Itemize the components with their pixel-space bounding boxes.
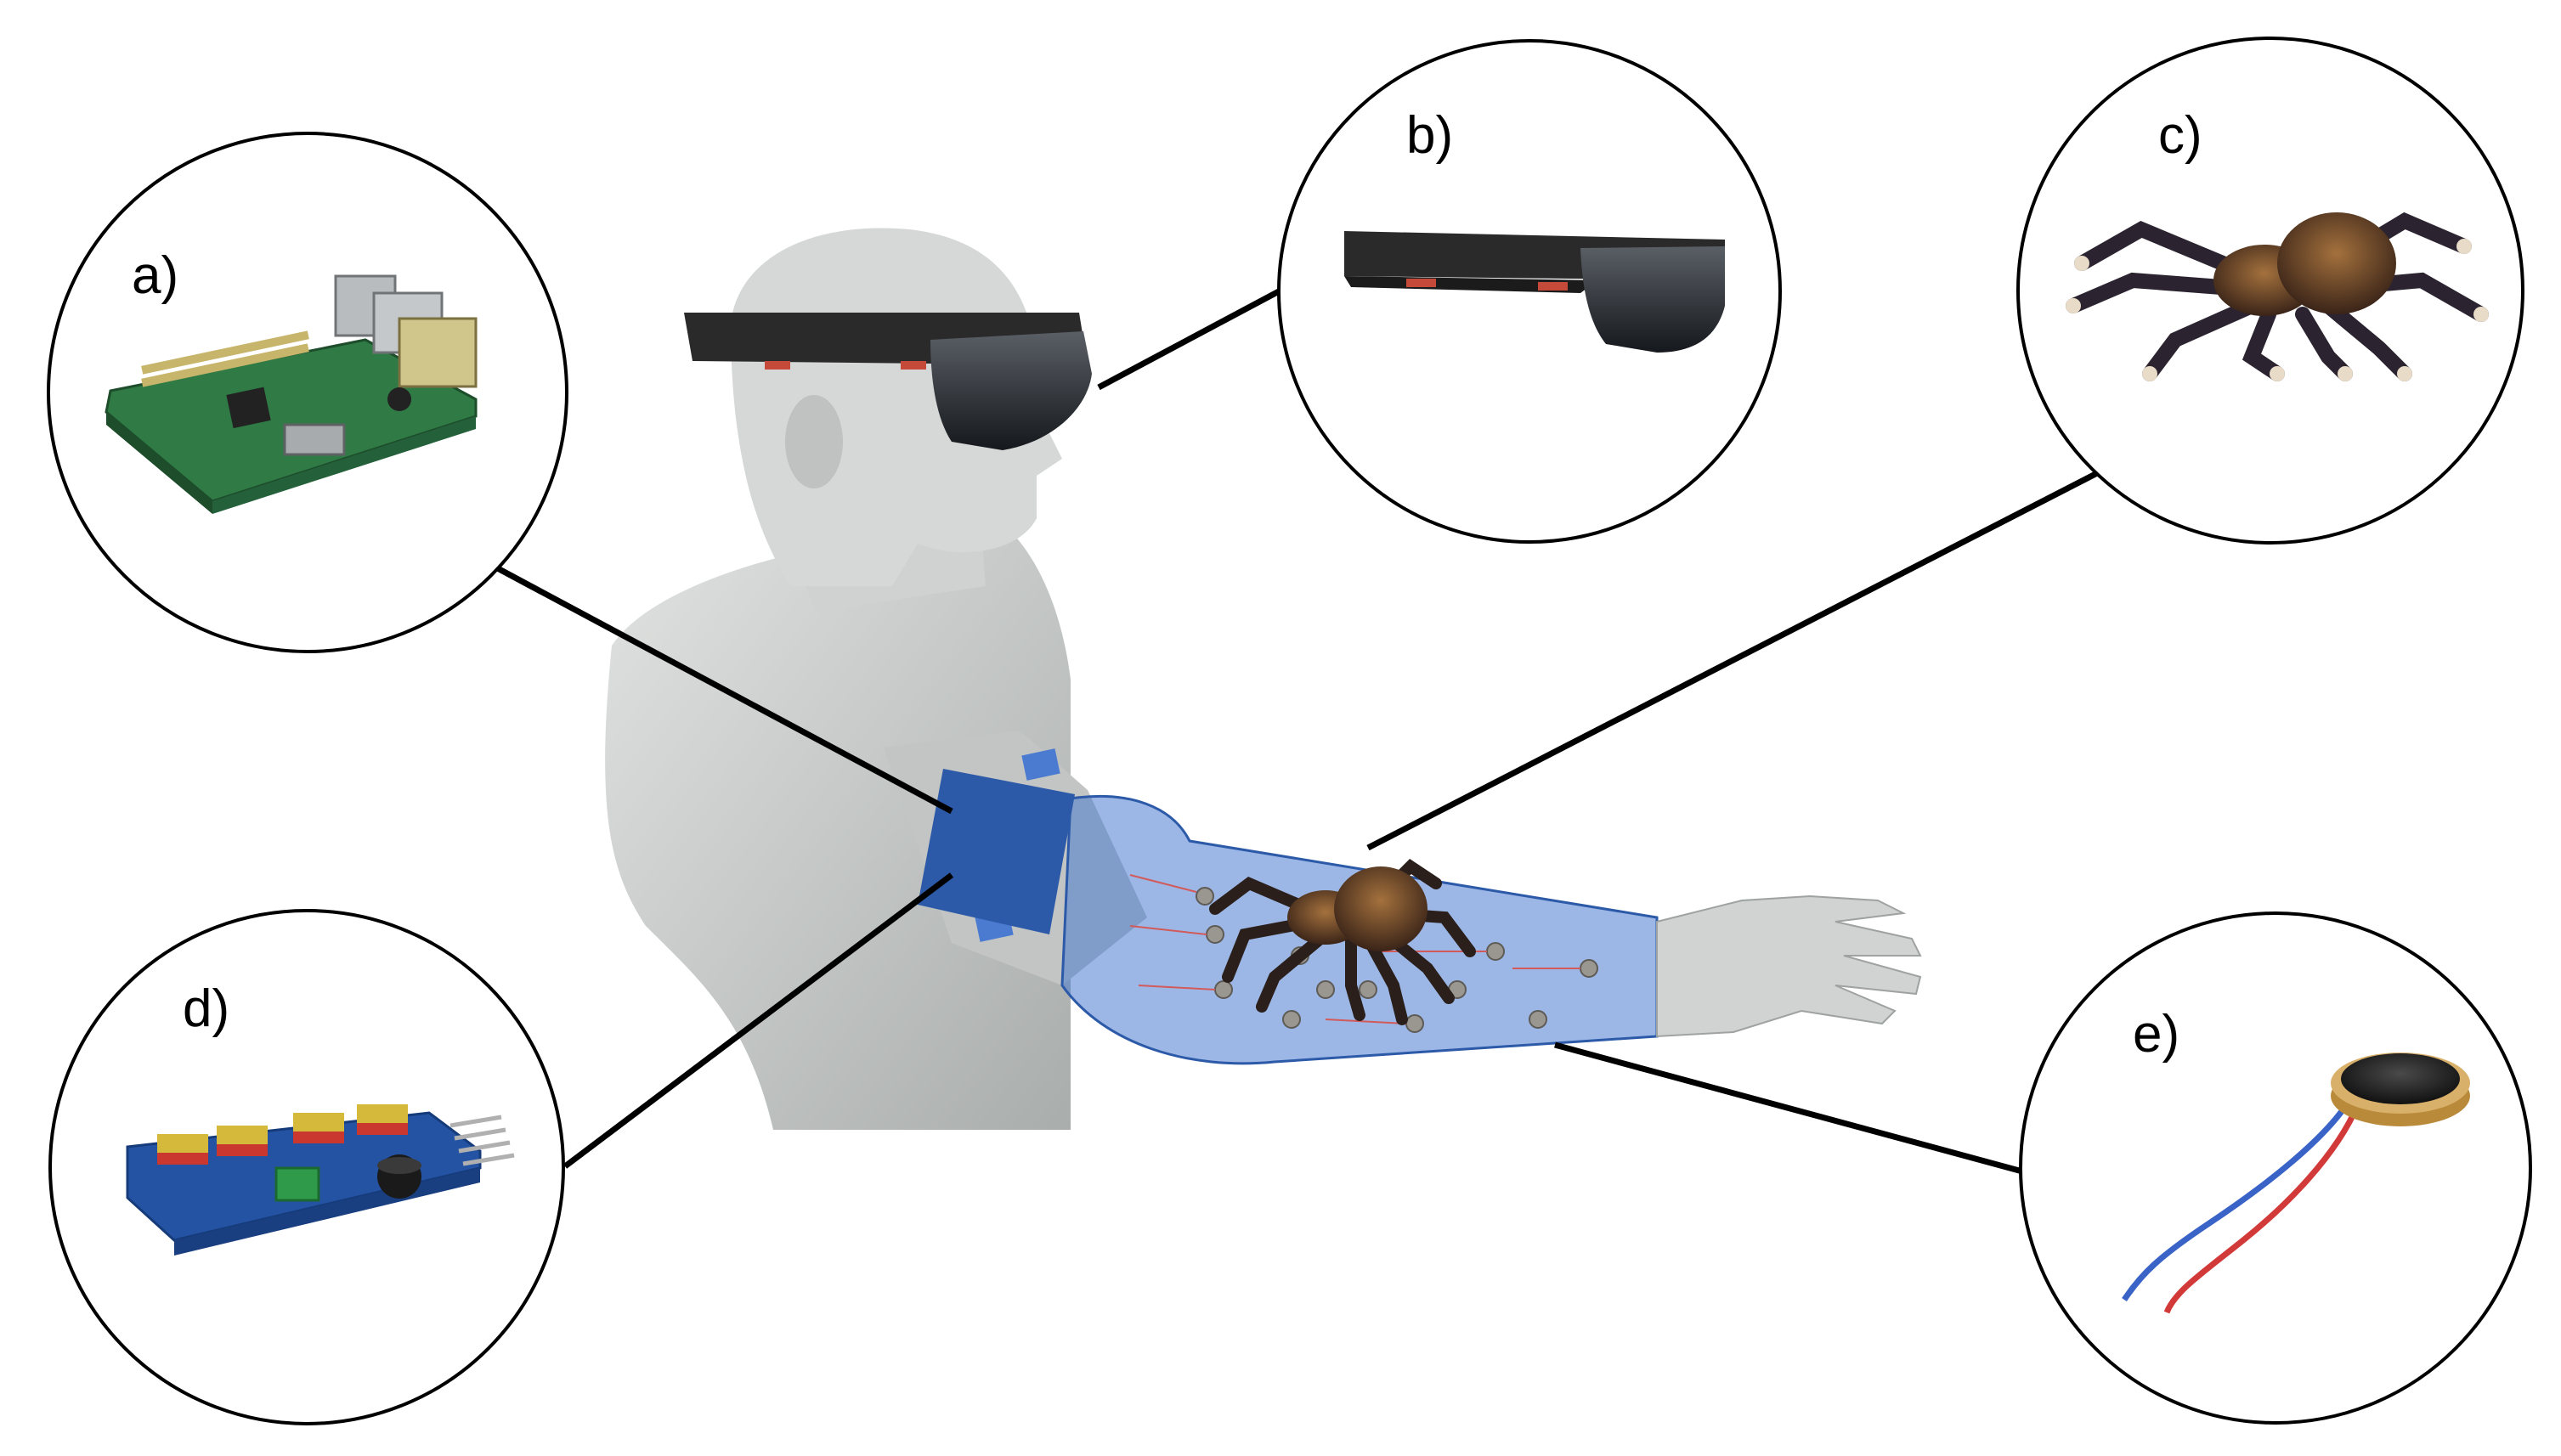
torso — [605, 510, 1071, 1130]
armband-tab-top — [1021, 748, 1060, 781]
label-e: e) — [2133, 1005, 2179, 1064]
connector-b — [1097, 288, 1280, 391]
connector-d — [563, 872, 954, 1169]
pwm-servo-driver-board — [126, 1104, 515, 1256]
sleeve-motors — [1196, 887, 1598, 1033]
spider-on-arm — [1209, 858, 1476, 1025]
label-c: c) — [2158, 106, 2202, 165]
label-b: b) — [1406, 106, 1453, 165]
callout-e — [2019, 911, 2532, 1425]
raspberry-pi-board — [105, 274, 478, 514]
header-pins — [157, 1104, 408, 1165]
connector-lines — [491, 288, 2100, 1175]
label-d: d) — [183, 979, 229, 1038]
label-a: a) — [132, 246, 178, 305]
callout-circles — [47, 37, 2532, 1425]
connector-c — [1366, 469, 2100, 851]
headset-on-head — [684, 313, 1092, 450]
ear — [785, 395, 843, 488]
tarantula-spider — [2066, 212, 2489, 381]
hand — [1656, 894, 1922, 1038]
coin-vibration-motor — [2122, 1052, 2470, 1314]
mixed-reality-headset — [1344, 231, 1725, 353]
connector-a — [491, 562, 953, 815]
connector-e — [1554, 1041, 2023, 1175]
armband — [918, 769, 1075, 934]
